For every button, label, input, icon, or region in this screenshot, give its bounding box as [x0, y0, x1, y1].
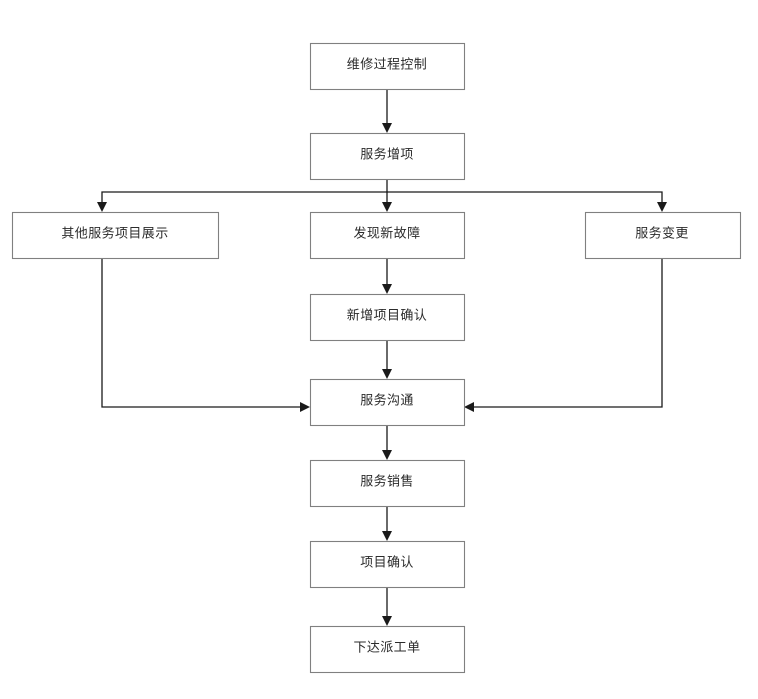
- node-label: 发现新故障: [353, 226, 420, 242]
- flow-node[interactable]: 维修过程控制: [309, 42, 466, 91]
- node-label: 服务沟通: [360, 393, 414, 409]
- edge-line: [386, 191, 663, 208]
- node-box[interactable]: [584, 211, 742, 260]
- edge-e4: [386, 191, 667, 212]
- edge-e10: [382, 505, 392, 541]
- node-label: 新增项目确认: [347, 308, 427, 324]
- node-label: 其他服务项目展示: [61, 226, 168, 242]
- node-label: 服务增项: [360, 147, 414, 163]
- flow-node[interactable]: 服务销售: [309, 459, 466, 508]
- edge-line: [468, 257, 663, 408]
- edge-e1: [382, 88, 392, 133]
- arrowhead-icon: [382, 531, 392, 541]
- arrowhead-icon: [300, 402, 310, 412]
- node-box[interactable]: [309, 459, 466, 508]
- edge-line: [101, 257, 306, 408]
- node-box[interactable]: [309, 625, 466, 674]
- arrowhead-icon: [382, 284, 392, 294]
- flow-node[interactable]: 发现新故障: [309, 211, 466, 260]
- node-label: 下达派工单: [353, 641, 420, 656]
- edge-e9: [382, 424, 392, 460]
- arrowhead-icon: [382, 123, 392, 133]
- flow-node[interactable]: 其他服务项目展示: [11, 211, 220, 260]
- flow-node[interactable]: 服务增项: [309, 132, 466, 181]
- flow-node[interactable]: 项目确认: [309, 540, 466, 589]
- edge-e3: [97, 191, 388, 212]
- node-label: 维修过程控制: [347, 58, 427, 73]
- edge-e6: [382, 339, 392, 379]
- edge-line: [101, 191, 388, 208]
- arrowhead-icon: [97, 202, 107, 212]
- node-box[interactable]: [309, 211, 466, 260]
- node-box[interactable]: [309, 540, 466, 589]
- node-box[interactable]: [11, 211, 220, 260]
- edge-e2: [382, 178, 392, 212]
- flow-node[interactable]: 服务沟通: [309, 378, 466, 427]
- arrowhead-icon: [657, 202, 667, 212]
- flow-node[interactable]: 下达派工单: [309, 625, 466, 674]
- node-label: 服务变更: [635, 226, 689, 242]
- edge-e11: [382, 586, 392, 626]
- edges-layer: [97, 88, 667, 626]
- arrowhead-icon: [382, 369, 392, 379]
- node-box[interactable]: [309, 132, 466, 181]
- flow-node[interactable]: 新增项目确认: [309, 293, 466, 342]
- arrowhead-icon: [464, 402, 474, 412]
- node-label: 项目确认: [360, 556, 414, 571]
- edge-e5: [382, 257, 392, 294]
- node-box[interactable]: [309, 42, 466, 91]
- node-label: 服务销售: [360, 474, 414, 490]
- edge-e7: [101, 257, 310, 412]
- edge-e8: [464, 257, 663, 412]
- arrowhead-icon: [382, 202, 392, 212]
- node-box[interactable]: [309, 378, 466, 427]
- node-box[interactable]: [309, 293, 466, 342]
- flow-node[interactable]: 服务变更: [584, 211, 742, 260]
- arrowhead-icon: [382, 616, 392, 626]
- arrowhead-icon: [382, 450, 392, 460]
